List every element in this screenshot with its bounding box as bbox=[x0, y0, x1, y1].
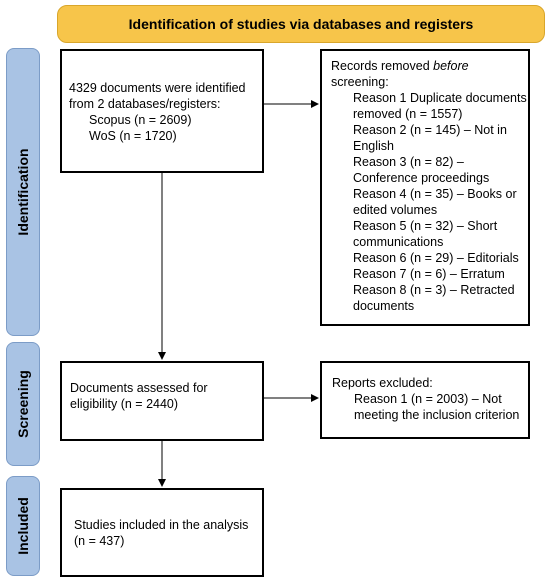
excluded-box: Reports excluded: Reason 1 (n = 2003) – … bbox=[320, 361, 530, 439]
removed-reason-3-line-1: Reason 3 (n = 82) – bbox=[353, 155, 464, 169]
removed-reason-2-line-2: English bbox=[353, 139, 394, 153]
removed-reason-2-line-1: Reason 2 (n = 145) – Not in bbox=[353, 123, 507, 137]
removed-title-italic: before bbox=[433, 59, 469, 73]
identified-wos: WoS (n = 1720) bbox=[89, 129, 177, 143]
phase-included: Included bbox=[6, 476, 40, 576]
assessed-line2: eligibility (n = 2440) bbox=[70, 397, 179, 411]
removed-title-2: screening: bbox=[331, 74, 528, 90]
assessed-box: Documents assessed for eligibility (n = … bbox=[60, 361, 264, 441]
removed-reason-6-line-1: Reason 6 (n = 29) – Editorials bbox=[353, 251, 519, 265]
records-removed-box: Records removed before screening: Reason… bbox=[320, 49, 530, 326]
removed-reason-8-line-2: documents bbox=[353, 299, 415, 313]
removed-reason-4-line-2: edited volumes bbox=[353, 203, 438, 217]
excluded-line1: Reason 1 (n = 2003) – Not bbox=[354, 392, 502, 406]
identified-box: 4329 documents were identified from 2 da… bbox=[60, 49, 264, 173]
header-banner: Identification of studies via databases … bbox=[57, 5, 545, 43]
phase-screening: Screening bbox=[6, 342, 40, 466]
excluded-line2: meeting the inclusion criterion bbox=[354, 408, 520, 422]
phase-identification: Identification bbox=[6, 48, 40, 336]
removed-reason-8-line-1: Reason 8 (n = 3) – Retracted bbox=[353, 283, 515, 297]
included-box: Studies included in the analysis (n = 43… bbox=[60, 488, 264, 577]
assessed-line1: Documents assessed for bbox=[70, 381, 208, 395]
excluded-title: Reports excluded: bbox=[332, 376, 433, 390]
included-line1: Studies included in the analysis bbox=[74, 518, 249, 532]
removed-title-prefix: Records removed bbox=[331, 59, 434, 73]
removed-title-suffix: screening bbox=[331, 75, 386, 89]
header-title: Identification of studies via databases … bbox=[128, 16, 474, 32]
removed-title-colon: : bbox=[385, 75, 389, 89]
removed-reason-5-line-1: Reason 5 (n = 32) – Short bbox=[353, 219, 498, 233]
removed-reasons-list: Reason 1 Duplicate documents removed (n =… bbox=[331, 90, 528, 314]
identified-line1: 4329 documents were identified bbox=[69, 81, 246, 95]
included-line2: (n = 437) bbox=[74, 534, 125, 548]
removed-title: Records removed before bbox=[331, 58, 528, 74]
removed-reason-3-line-2: Conference proceedings bbox=[353, 171, 490, 185]
identified-scopus: Scopus (n = 2609) bbox=[89, 113, 192, 127]
removed-reason-5-line-2: communications bbox=[353, 235, 444, 249]
removed-reason-1-line-2: removed (n = 1557) bbox=[353, 107, 463, 121]
removed-reason-4-line-1: Reason 4 (n = 35) – Books or bbox=[353, 187, 517, 201]
removed-reason-7-line-1: Reason 7 (n = 6) – Erratum bbox=[353, 267, 505, 281]
identified-line2: from 2 databases/registers: bbox=[69, 97, 221, 111]
removed-reason-1-line-1: Reason 1 Duplicate documents bbox=[353, 91, 527, 105]
